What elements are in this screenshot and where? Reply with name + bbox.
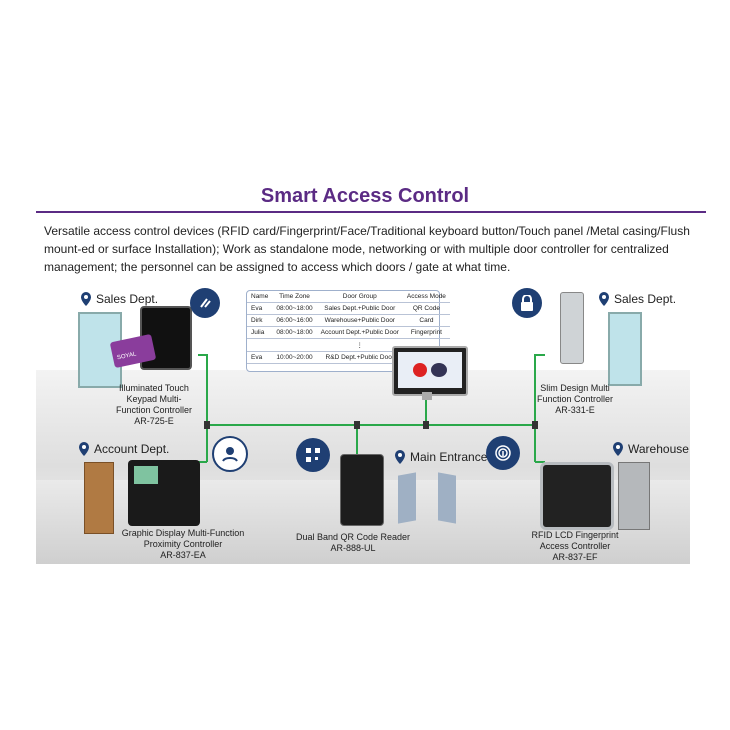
description: Versatile access control devices (RFID c… <box>44 224 690 274</box>
schedule-cell: 10:00~20:00 <box>272 351 317 364</box>
turnstile-gate <box>398 472 416 524</box>
lock-icon <box>512 288 542 318</box>
schedule-cell: ⋮ <box>316 338 403 352</box>
page-title: Smart Access Control <box>260 185 470 207</box>
schedule-cell: Dirk <box>247 314 273 327</box>
location-label: Warehouse <box>628 442 689 456</box>
schedule-cell: 08:00~18:00 <box>272 326 317 339</box>
schedule-cell: QR Code <box>402 302 450 315</box>
location-label: Sales Dept. <box>614 292 677 306</box>
fingerprint-controller-device <box>540 462 614 530</box>
map-pin-icon <box>81 292 91 306</box>
location-sales-right: Sales Dept. <box>598 292 676 306</box>
database-icon <box>431 363 447 377</box>
schedule-cell: Card <box>402 314 450 327</box>
glass-door <box>608 312 642 386</box>
schedule-cell: Account Dept.+Public Door <box>316 326 403 339</box>
face-id-icon <box>212 436 248 472</box>
schedule-header-cell: Name <box>247 291 273 303</box>
warehouse-door <box>618 462 650 530</box>
map-pin-icon <box>79 442 89 456</box>
location-sales-left: Sales Dept. <box>80 292 158 306</box>
schedule-cell: Fingerprint <box>402 326 450 339</box>
location-warehouse: Warehouse <box>612 442 689 456</box>
location-account: Account Dept. <box>78 442 169 456</box>
fingerprint-icon <box>486 436 520 470</box>
schedule-header-cell: Door Group <box>316 291 403 303</box>
location-label: Account Dept. <box>94 442 170 456</box>
schedule-cell <box>272 338 317 352</box>
location-label: Main Entrance <box>410 450 488 464</box>
touch-icon <box>190 288 220 318</box>
schedule-header-cell: Access Mode <box>402 291 450 303</box>
map-pin-icon <box>395 450 405 464</box>
turnstile-gate <box>438 472 456 524</box>
location-label: Sales Dept. <box>96 292 159 306</box>
schedule-cell: Warehouse+Public Door <box>316 314 403 327</box>
schedule-cell: R&D Dept.+Public Door <box>316 351 403 364</box>
controller-device <box>128 460 200 526</box>
schedule-header-cell: Time Zone <box>272 291 317 303</box>
schedule-cell: 06:00~16:00 <box>272 314 317 327</box>
schedule-cell <box>247 338 273 352</box>
schedule-cell: Sales Dept.+Public Door <box>316 302 403 315</box>
qr-reader-device <box>340 454 384 526</box>
schedule-cell: Eva <box>247 351 273 364</box>
schedule-cell: Eva <box>247 302 273 315</box>
slim-keypad-device <box>560 292 584 364</box>
location-main-entrance: Main Entrance <box>394 450 487 464</box>
monitor-stand <box>422 392 432 400</box>
schedule-cell: 08:00~18:00 <box>272 302 317 315</box>
title-underline <box>36 211 706 213</box>
qr-code-icon <box>296 438 330 472</box>
map-pin-icon <box>599 292 609 306</box>
map-pin-icon <box>613 442 623 456</box>
monitor <box>392 346 468 396</box>
software-logo-icon <box>413 363 427 377</box>
wooden-door <box>84 462 114 534</box>
schedule-cell: Julia <box>247 326 273 339</box>
